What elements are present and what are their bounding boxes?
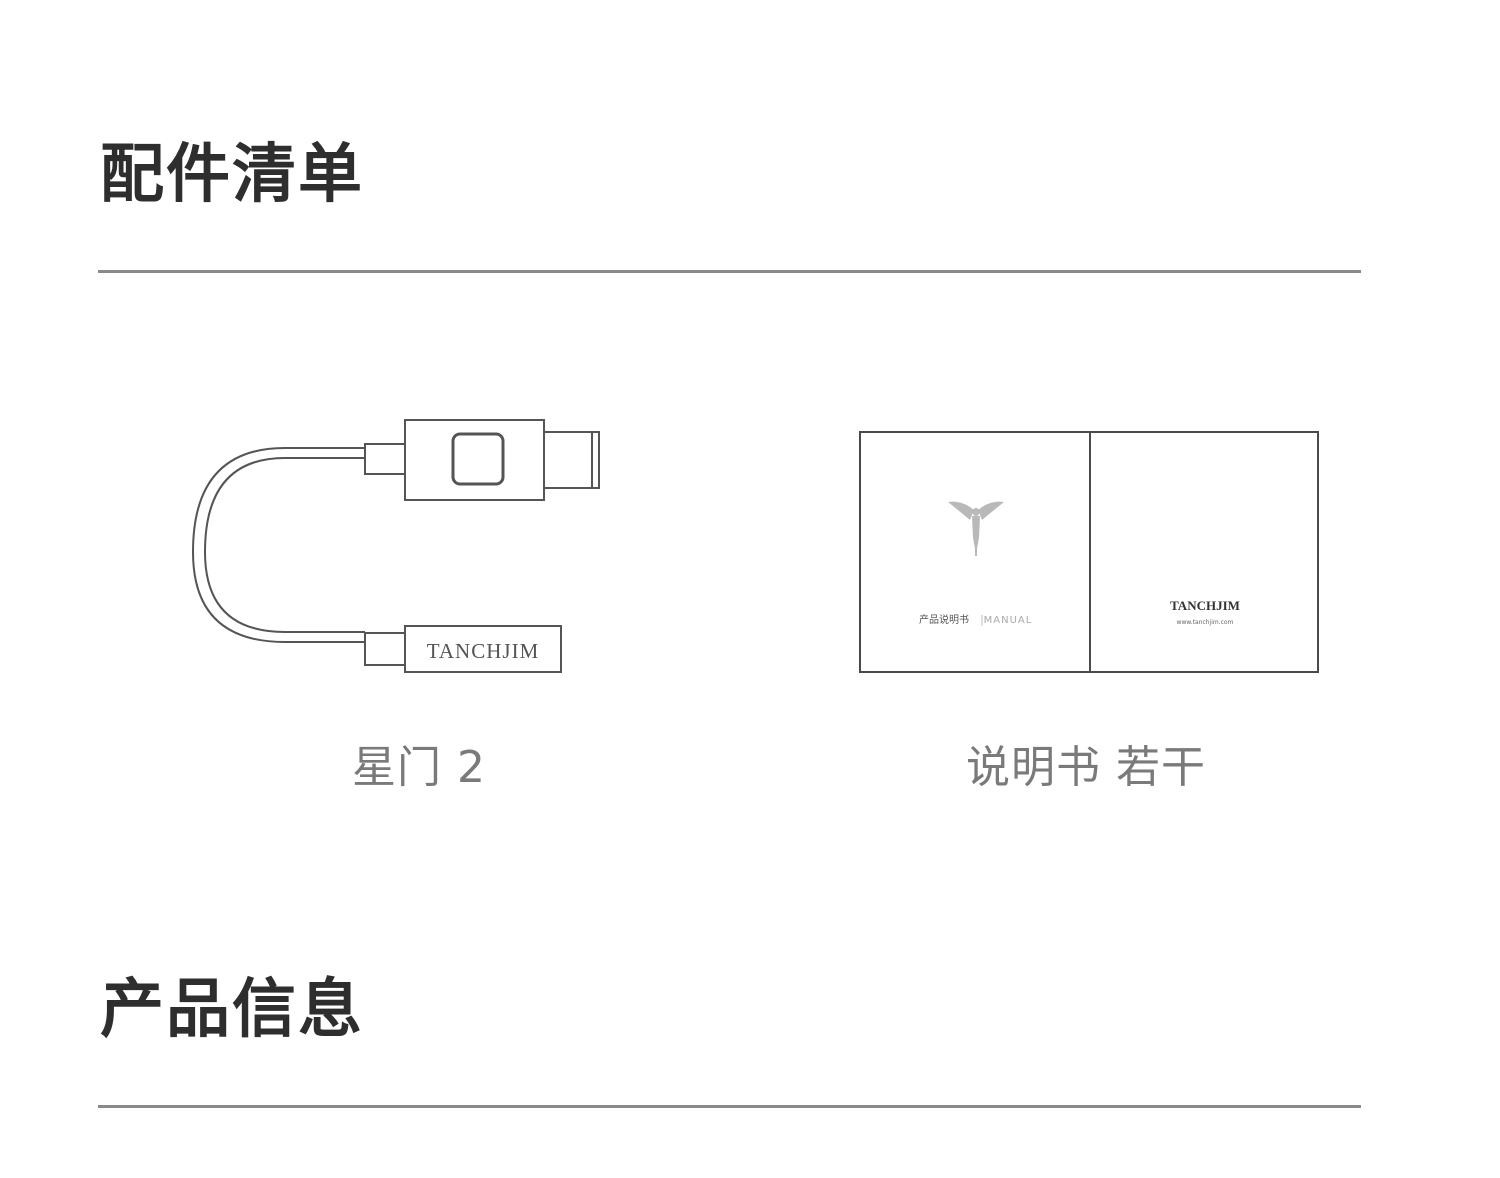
- manual-cover-brand: TANCHJIM: [1170, 598, 1240, 613]
- manual-cover-left-text: 产品说明书: [919, 613, 969, 626]
- product-info-section-title: 产品信息: [100, 973, 364, 1047]
- angel-logo-icon: [948, 501, 1004, 556]
- svg-text:|: |: [980, 613, 984, 626]
- dongle-caption: 星门 2: [352, 742, 486, 793]
- manual-illustration: 产品说明书 | MANUAL TANCHJIM www.tanchjim.com: [859, 431, 1319, 673]
- section-divider: [98, 270, 1361, 273]
- dongle-illustration: TANCHJIM: [191, 419, 600, 673]
- dongle-brand-text: TANCHJIM: [427, 639, 540, 663]
- manual-cover-left-text-en: MANUAL: [984, 615, 1033, 626]
- accessories-section-title: 配件清单: [100, 138, 364, 212]
- manual-cover-url: www.tanchjim.com: [1177, 619, 1234, 626]
- manual-caption: 说明书 若干: [966, 742, 1206, 793]
- section-divider: [98, 1105, 1361, 1108]
